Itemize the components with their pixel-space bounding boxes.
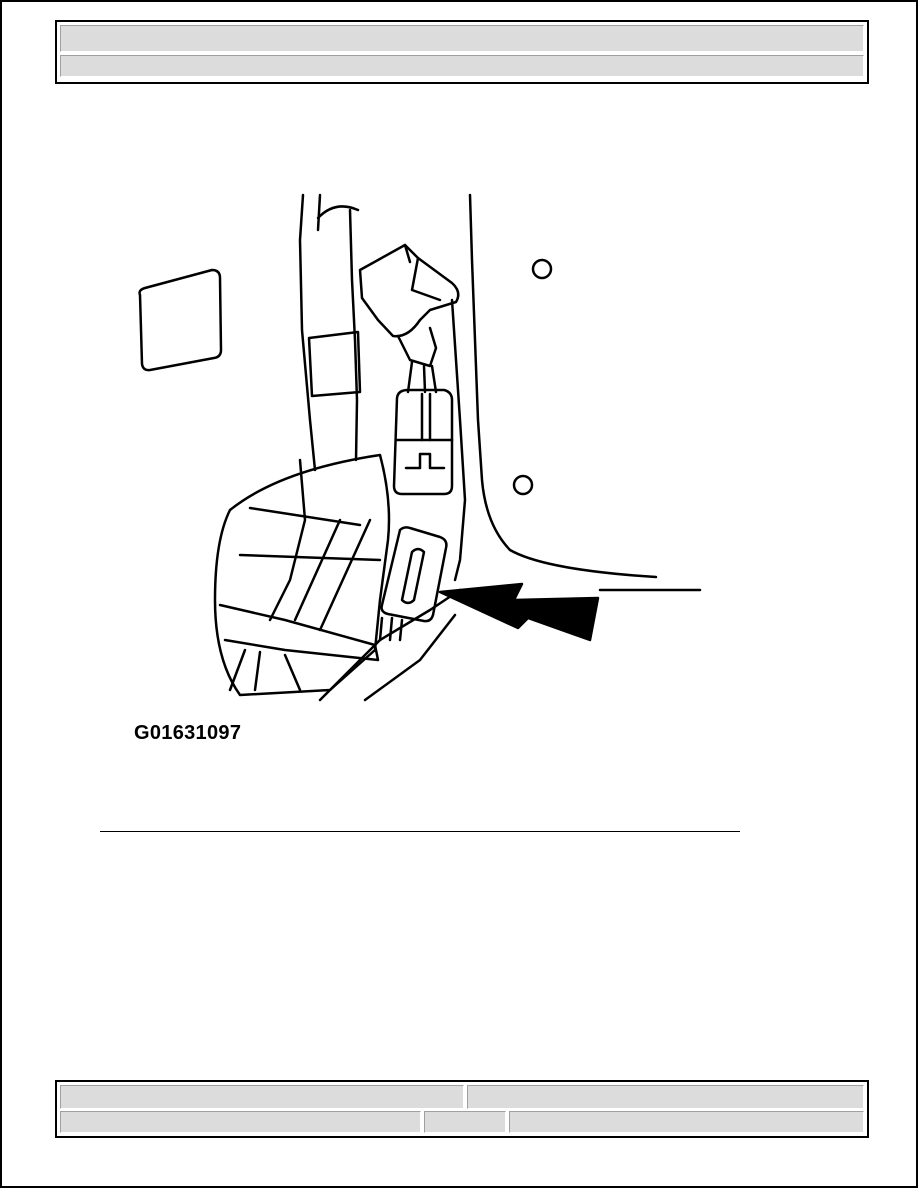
- mounting-hole-lower: [512, 474, 534, 496]
- lower-connector: [392, 388, 454, 496]
- connector-illustration: [138, 193, 702, 702]
- harness-tape: [307, 330, 362, 398]
- header-subtitle: [60, 55, 864, 77]
- pointer-arrow: [438, 582, 600, 642]
- page-header: [55, 20, 869, 84]
- footer-middle-bottom: [424, 1111, 506, 1133]
- footer-right-top: [467, 1085, 864, 1109]
- figure-code: G01631097: [134, 722, 242, 744]
- upper-connector: [358, 243, 460, 338]
- header-title: [60, 25, 864, 52]
- mounting-hole-upper: [531, 258, 553, 280]
- footer-left-bottom: [60, 1111, 421, 1133]
- pillar-edge: [468, 193, 658, 579]
- footer-right-bottom: [509, 1111, 864, 1133]
- horizontal-rule: [100, 831, 740, 832]
- footer-left-top: [60, 1085, 464, 1109]
- harness-bundle: [213, 453, 391, 697]
- panel-plug: [138, 268, 223, 372]
- page-footer: [55, 1080, 869, 1138]
- harness-right-edge: [316, 193, 359, 462]
- harness-left-edge: [298, 193, 317, 472]
- wiring-clip: [380, 526, 448, 623]
- harness-top: [316, 205, 360, 220]
